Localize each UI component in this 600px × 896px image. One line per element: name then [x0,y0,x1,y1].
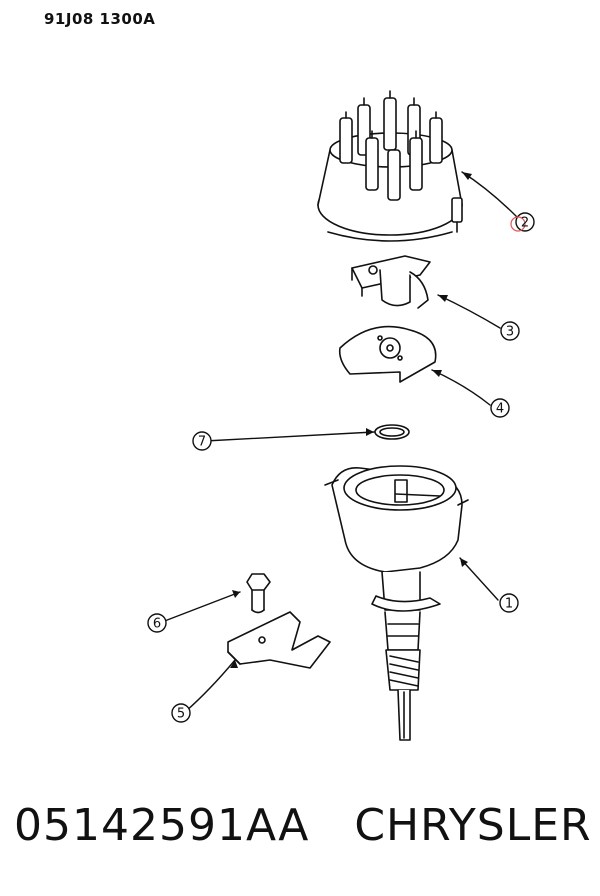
callout-1-label: 1 [505,597,513,612]
hold-down-clamp [227,611,331,669]
pickup-plate [338,325,437,383]
rotor [351,255,431,309]
callout-3-circle [500,321,520,341]
callout-5-label: 5 [177,707,185,722]
callout-4-label: 4 [496,402,504,417]
callout-6-label: 6 [153,617,161,632]
leader-arrowheads [230,172,472,668]
distributor-cap [317,90,463,242]
callout-4-circle [490,398,510,418]
part-number-caption: 05142591AA CHRYSLER [14,800,592,851]
leader-lines [161,171,519,713]
callout-2-label: 2 [521,216,529,231]
callout-7-circle [192,431,212,451]
o-ring [374,424,410,440]
diagram-reference-code: 91J08 1300A [44,10,156,28]
distributor-housing [324,465,469,741]
callout-7-label: 7 [198,435,206,450]
callout-6-circle [147,613,167,633]
hold-down-bolt [246,573,271,614]
callout-1-circle [499,593,519,613]
callout-3-label: 3 [506,325,514,340]
callout-circles [147,212,535,723]
callout-2-highlight [510,216,526,232]
callout-5-circle [171,703,191,723]
